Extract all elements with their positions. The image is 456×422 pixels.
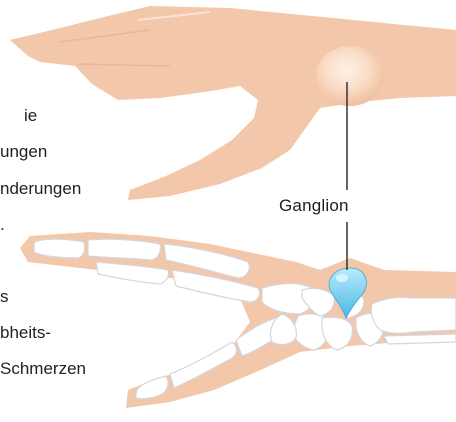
upper-hand <box>10 6 456 200</box>
upper-hand-skin <box>10 6 456 200</box>
forearm-bones <box>371 297 456 344</box>
ganglion-label: Ganglion <box>279 196 349 216</box>
ganglion-bump <box>316 46 384 106</box>
lower-hand <box>20 232 456 408</box>
